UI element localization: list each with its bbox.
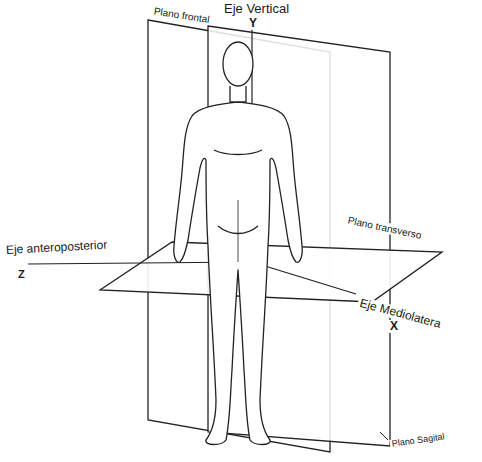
axis-letter: Y (247, 17, 259, 30)
axis-letter: X (388, 320, 400, 333)
axis-name: Eje anteroposterior (4, 238, 110, 257)
human-figure (174, 42, 302, 445)
axis-letter: Z (16, 268, 27, 280)
axis-name: Eje Vertical (222, 2, 291, 16)
leader-line (380, 432, 388, 440)
transverse-plane (100, 242, 442, 302)
plane-name: Plano Sagital (389, 432, 447, 450)
